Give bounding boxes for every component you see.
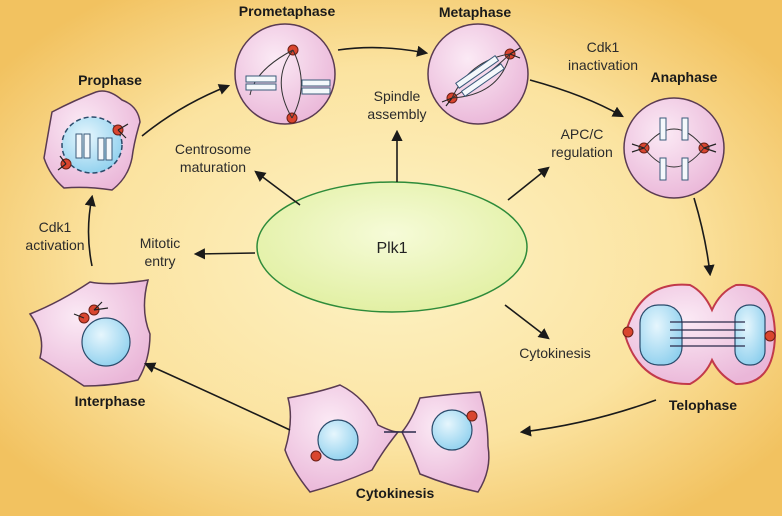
arrow-prophase-to-prometaphase bbox=[141, 84, 231, 137]
label-cdk1-activation-line2: activation bbox=[25, 237, 84, 253]
label-mitotic-entry-line2: entry bbox=[144, 253, 175, 269]
arrow-interphase-to-prophase bbox=[84, 194, 96, 267]
arrow-to-mitotic-entry bbox=[193, 248, 256, 260]
plk1-label: Plk1 bbox=[376, 240, 407, 257]
stage-label-anaphase: Anaphase bbox=[651, 69, 718, 85]
label-cdk1-activation-line1: Cdk1 bbox=[39, 219, 72, 235]
label-spindle-assembly-line2: assembly bbox=[367, 106, 426, 122]
label-cdk1-inactivation-line2: inactivation bbox=[568, 57, 638, 73]
label-apc-regulation-line2: regulation bbox=[551, 144, 613, 160]
label-cdk1-inactivation-line1: Cdk1 bbox=[587, 39, 620, 55]
stage-label-prophase: Prophase bbox=[78, 72, 142, 88]
cycle-arrows bbox=[84, 45, 715, 437]
arrow-cytokinesis-to-interphase bbox=[143, 362, 291, 431]
plk1-node: Plk1 bbox=[256, 181, 528, 313]
label-centrosome-maturation-line1: Centrosome bbox=[175, 141, 251, 157]
arrow-prometaphase-to-metaphase bbox=[337, 45, 429, 57]
anaphase-cell bbox=[623, 97, 725, 199]
label-cytokinesis-function: Cytokinesis bbox=[519, 345, 591, 361]
cytokinesis-cells bbox=[284, 384, 490, 493]
arrow-metaphase-to-anaphase bbox=[529, 79, 624, 118]
prophase-cell bbox=[43, 90, 141, 191]
stage-label-metaphase: Metaphase bbox=[439, 4, 512, 20]
arrow-to-centrosome-maturation bbox=[254, 170, 301, 206]
arrow-telophase-to-cytokinesis bbox=[519, 399, 657, 437]
stage-label-prometaphase: Prometaphase bbox=[239, 3, 336, 19]
telophase-cell bbox=[622, 283, 777, 386]
prometaphase-cell bbox=[234, 23, 336, 125]
label-apc-regulation-line1: APC/C bbox=[561, 126, 604, 142]
stage-label-interphase: Interphase bbox=[75, 393, 146, 409]
arrow-to-apc-regulation bbox=[507, 166, 550, 201]
interphase-cell bbox=[28, 279, 151, 387]
label-mitotic-entry-line1: Mitotic bbox=[140, 235, 180, 251]
label-spindle-assembly-line1: Spindle bbox=[374, 88, 421, 104]
arrow-to-cytokinesis-function bbox=[504, 304, 550, 340]
stage-label-telophase: Telophase bbox=[669, 397, 737, 413]
metaphase-cell bbox=[427, 23, 529, 125]
stage-label-cytokinesis: Cytokinesis bbox=[356, 485, 435, 501]
plk1-function-arrows bbox=[193, 129, 550, 340]
label-centrosome-maturation-line2: maturation bbox=[180, 159, 246, 175]
arrow-anaphase-to-telophase bbox=[693, 197, 715, 277]
